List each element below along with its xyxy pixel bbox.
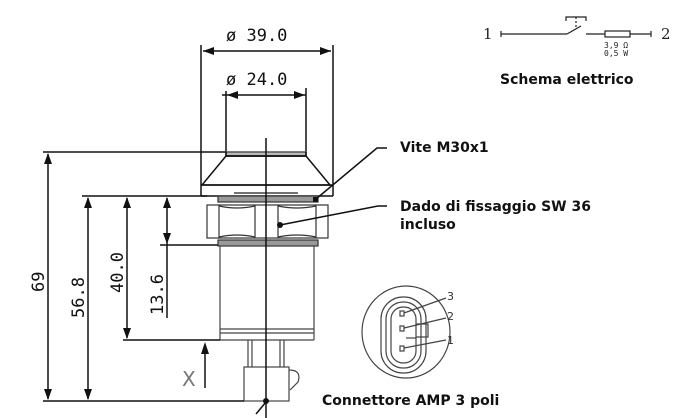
button-cap [200, 151, 333, 197]
connector-leader [255, 398, 269, 415]
terminal-2-label: 2 [661, 25, 671, 43]
resistor-power: 0,5 W [604, 49, 628, 58]
fixing-nut [206, 195, 329, 247]
view-arrow [201, 342, 209, 388]
body-height-label: 40.0 [108, 252, 128, 293]
electrical-schematic [500, 16, 652, 38]
nut-callout-line1: Dado di fissaggio SW 36 [400, 199, 591, 215]
height-to-connector-label: 56.8 [69, 277, 89, 318]
inner-diameter-dimension [222, 88, 307, 152]
resistor-value: 3,9 Ω [604, 41, 628, 50]
terminal-1-label: 1 [483, 25, 493, 43]
nut-callout-line2: incluso [400, 217, 456, 233]
total-height-label: 69 [29, 272, 49, 292]
view-marker-label: X [182, 367, 196, 391]
screw-leader [313, 147, 387, 202]
pin-label-3: 3 [447, 290, 454, 303]
screw-callout: Vite M30x1 [400, 140, 489, 156]
outer-diameter-dimension [200, 45, 334, 196]
nut-leader [277, 205, 387, 228]
switch-body [219, 246, 315, 341]
connector-plug [243, 340, 300, 402]
schematic-title: Schema elettrico [500, 72, 634, 88]
outer-diameter-label: ø 39.0 [226, 26, 287, 46]
connector-face-view [361, 285, 451, 379]
connector-callout: Connettore AMP 3 poli [322, 393, 499, 409]
pin-label-2: 2 [447, 310, 454, 323]
height-dimensions [43, 151, 244, 402]
nut-height-label: 13.6 [148, 274, 168, 315]
pin-label-1: 1 [447, 334, 454, 347]
inner-diameter-label: ø 24.0 [226, 70, 287, 90]
